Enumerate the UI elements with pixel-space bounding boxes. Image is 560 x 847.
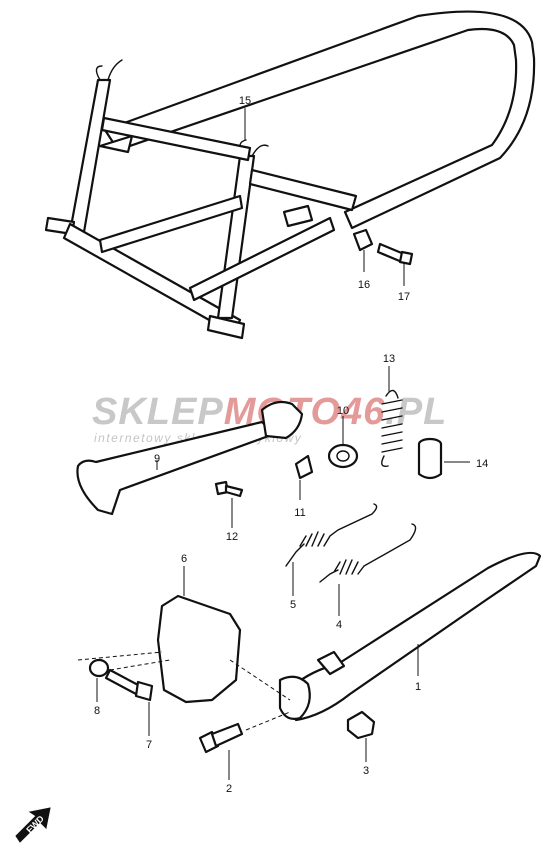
callout-17: 17 xyxy=(398,291,410,303)
watermark-brand-part3: .PL xyxy=(385,391,447,433)
part-12-bolt xyxy=(214,480,244,498)
part-5-spring xyxy=(285,503,378,567)
watermark-brand-part1: SKLEP xyxy=(92,391,224,433)
callout-12: 12 xyxy=(226,531,238,543)
callout-16: 16 xyxy=(358,279,370,291)
part-2-bolt xyxy=(198,722,244,754)
part-3-nut xyxy=(346,710,376,740)
part-15-maintenance-stand xyxy=(44,10,536,340)
part-9-pedal xyxy=(76,400,304,516)
leader-lines xyxy=(77,108,470,780)
callout-3: 3 xyxy=(363,765,369,777)
callout-7: 7 xyxy=(146,739,152,751)
callout-4: 4 xyxy=(336,619,342,631)
fwd-arrow-icon: FWD xyxy=(15,807,51,843)
callout-5: 5 xyxy=(290,599,296,611)
part-6-bracket xyxy=(156,594,242,704)
part-11-clip xyxy=(294,454,314,480)
callout-8: 8 xyxy=(94,705,100,717)
svg-text:SKLEPMOTO46.PL: SKLEPMOTO46.PL xyxy=(92,391,447,433)
callout-1: 1 xyxy=(415,681,421,693)
callout-10: 10 xyxy=(337,405,349,417)
part-13-spring xyxy=(381,389,403,467)
callout-6: 6 xyxy=(181,553,187,565)
part-10-washer xyxy=(327,443,359,469)
callout-11: 11 xyxy=(294,507,305,519)
callout-14: 14 xyxy=(476,458,488,470)
part-14-collar xyxy=(417,437,443,480)
part-1-side-stand xyxy=(278,551,542,722)
callout-13: 13 xyxy=(383,353,395,365)
callout-2: 2 xyxy=(226,783,232,795)
part-17-bolt xyxy=(376,242,414,266)
part-7-bolt xyxy=(104,668,154,702)
callout-15: 15 xyxy=(239,95,251,107)
part-4-spring xyxy=(319,523,417,583)
part-8-washer xyxy=(88,658,110,678)
part-16-nut xyxy=(352,228,374,252)
callout-numbers: 15 16 17 13 10 9 14 11 12 6 5 4 1 8 7 3 … xyxy=(94,95,488,795)
callout-9: 9 xyxy=(154,453,160,465)
